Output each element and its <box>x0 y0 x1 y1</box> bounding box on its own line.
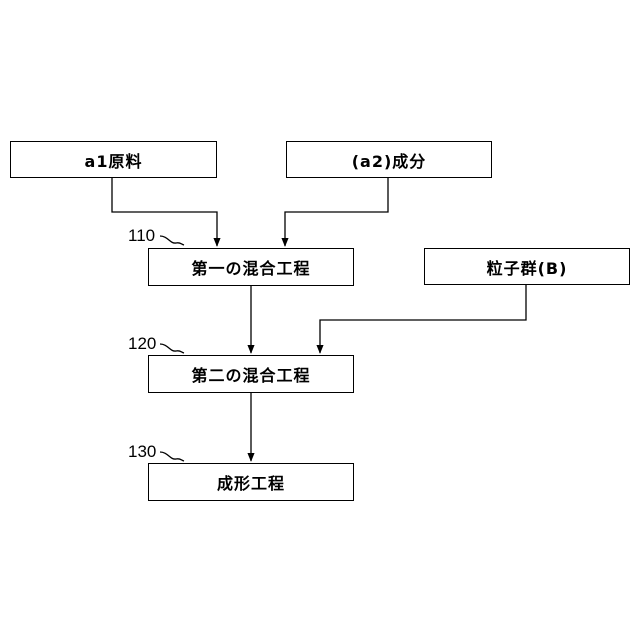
step-130-forming: 成形工程 <box>148 463 354 501</box>
step-130-ref: 130 <box>128 442 156 462</box>
input-a1-material: a1原料 <box>10 141 217 178</box>
input-particle-group-label: 粒子群(B) <box>487 255 568 279</box>
ref-leader-130 <box>160 452 184 461</box>
step-110-label: 第一の混合工程 <box>191 255 310 279</box>
input-a2-component: (a2)成分 <box>286 141 492 178</box>
arrow-a2-to-step110 <box>285 178 388 246</box>
step-110-first-mixing: 第一の混合工程 <box>148 248 354 286</box>
ref-leader-120 <box>160 344 184 353</box>
step-120-second-mixing: 第二の混合工程 <box>148 355 354 393</box>
step-110-ref: 110 <box>128 226 155 246</box>
input-a1-material-label: a1原料 <box>85 148 143 172</box>
input-a2-component-label: (a2)成分 <box>352 148 427 172</box>
ref-leader-110 <box>160 236 184 245</box>
step-120-label: 第二の混合工程 <box>191 362 310 386</box>
step-130-label: 成形工程 <box>217 470 285 494</box>
step-120-ref: 120 <box>128 334 156 354</box>
input-particle-group: 粒子群(B) <box>424 248 630 285</box>
arrow-particles-to-step120 <box>320 284 526 353</box>
